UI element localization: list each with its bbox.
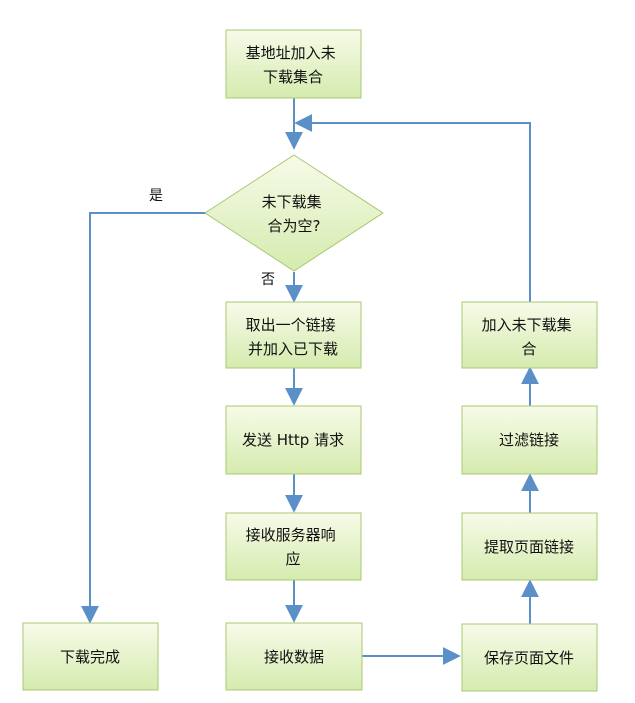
svg-text:接收数据: 接收数据 — [264, 648, 324, 666]
node-decision: 未下载集 合为空? — [204, 154, 384, 272]
node-send-request: 发送 Http 请求 — [225, 405, 362, 475]
edge-label-yes: 是 — [149, 188, 163, 204]
node-extract-links: 提取页面链接 — [461, 512, 598, 581]
node-take-link: 取出一个链接 并加入已下载 — [225, 301, 362, 369]
svg-text:提取页面链接: 提取页面链接 — [484, 538, 574, 556]
edges-layer — [81, 98, 539, 665]
node-start: 基地址加入未 下载集合 — [225, 29, 362, 99]
node-save-page: 保存页面文件 — [461, 623, 598, 692]
svg-text:加入未下载集 合: 加入未下载集 合 — [482, 316, 577, 358]
edge-label-no: 否 — [261, 272, 275, 288]
svg-text:取出一个链接 并加入已下载: 取出一个链接 并加入已下载 — [246, 316, 341, 358]
node-add-unvisited: 加入未下载集 合 — [461, 301, 598, 369]
svg-text:下载完成: 下载完成 — [60, 648, 120, 666]
svg-text:未下载集 合为空?: 未下载集 合为空? — [262, 193, 327, 235]
node-done: 下载完成 — [22, 622, 159, 691]
node-receive-data: 接收数据 — [225, 622, 363, 691]
node-receive-response: 接收服务器响 应 — [225, 512, 362, 581]
svg-text:接收服务器响 应: 接收服务器响 应 — [246, 526, 341, 568]
svg-text:基地址加入未 下载集合: 基地址加入未 下载集合 — [246, 44, 341, 86]
svg-text:发送 Http 请求: 发送 Http 请求 — [242, 431, 344, 449]
svg-text:保存页面文件: 保存页面文件 — [484, 649, 574, 667]
edge-add-unvisited-loop-back — [294, 114, 531, 302]
svg-text:过滤链接: 过滤链接 — [499, 431, 559, 449]
edge-decision-yes-to-done — [81, 212, 206, 624]
node-filter-links: 过滤链接 — [461, 405, 598, 475]
